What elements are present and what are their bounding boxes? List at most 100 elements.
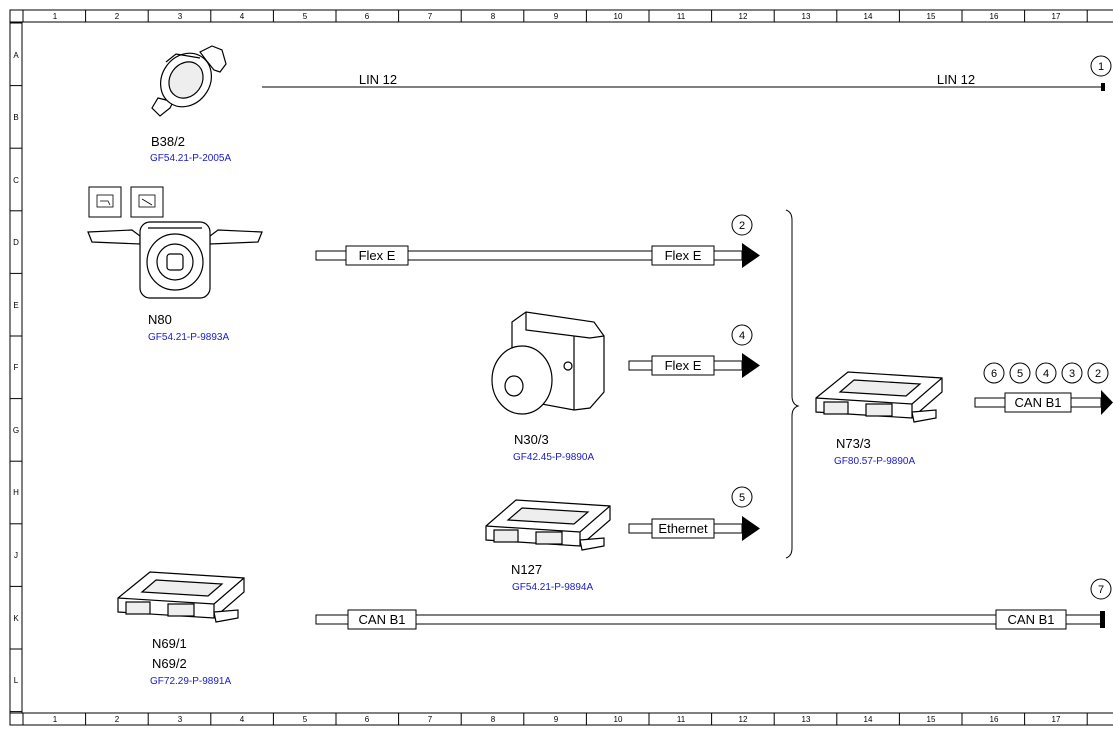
switch-symbol-icon [130,186,164,218]
n69-control-unit-icon [117,571,245,623]
column-label: 8 [491,715,496,724]
flex-e-1-arrow-icon [742,243,760,268]
connection-number-circle [731,214,753,236]
ethernet-label: Ethernet [658,521,708,536]
flex-e-1-tag-left [345,245,409,266]
n80-reference-link[interactable]: GF54.21-P-9893A [148,332,229,343]
column-label: 16 [990,715,999,724]
n69-1-label: N69/1 [152,636,187,651]
column-label: 8 [491,12,496,21]
column-label: 5 [303,715,308,724]
connection-number: 2 [1095,368,1101,380]
column-label: 6 [365,12,370,21]
connection-number: 4 [1043,368,1049,380]
row-label: E [13,301,18,310]
can-connection-number-group: 6 5 4 3 2 [983,362,1109,384]
bottom-column-labels: 1 2 3 4 5 6 7 8 9 10 11 12 13 14 15 16 1… [53,715,1061,724]
column-label: 4 [240,715,245,724]
n69-reference-link[interactable]: GF72.29-P-9891A [150,676,231,687]
connection-number: 5 [1017,368,1023,380]
column-label: 1 [53,715,58,724]
column-label: 2 [115,715,120,724]
connection-number-circle [1061,362,1083,384]
row-label: H [13,488,19,497]
column-label: 12 [739,715,748,724]
connection-number: 5 [739,492,745,504]
row-label: J [14,551,18,560]
flex-e-1-label-left: Flex E [359,248,396,263]
connection-number: 2 [739,220,745,232]
row-label: D [13,238,19,247]
row-label: B [13,113,18,122]
n30-3-label: N30/3 [514,432,549,447]
column-label: 3 [178,715,183,724]
grouping-brace [785,209,800,559]
n69-2-label: N69/2 [152,656,187,671]
switch-symbol-icon [88,186,122,218]
flex-e-2-tag [651,355,715,376]
column-label: 13 [802,12,811,21]
column-label: 5 [303,12,308,21]
lin-12-label-right: LIN 12 [937,72,975,87]
outer-frame [9,9,1113,726]
column-label: 3 [178,12,183,21]
connection-number-circle [1090,55,1112,77]
column-label: 7 [428,715,433,724]
connection-number-circle [1009,362,1031,384]
connection-number-circle [731,324,753,346]
n30-3-reference-link[interactable]: GF42.45-P-9890A [513,452,594,463]
row-labels: A B C D E F G H J K L [13,51,19,685]
ethernet-arrow-icon [742,516,760,541]
n73-3-reference-link[interactable]: GF80.57-P-9890A [834,456,915,467]
n127-label: N127 [511,562,542,577]
n73-3-label: N73/3 [836,436,871,451]
row-label: K [13,614,19,623]
can-b1-module-label: CAN B1 [1015,395,1062,410]
n127-reference-link[interactable]: GF54.21-P-9894A [512,582,593,593]
column-label: 14 [864,715,873,724]
column-label: 1 [53,12,58,21]
can-b1-bottom-tag-right [995,609,1067,630]
connection-number: 1 [1098,61,1104,73]
column-label: 17 [1052,12,1061,21]
column-label: 7 [428,12,433,21]
row-label: L [14,676,19,685]
b38-2-reference-link[interactable]: GF54.21-P-2005A [150,153,231,164]
connection-number-circle [1035,362,1057,384]
connection-number: 6 [991,368,997,380]
column-label: 6 [365,715,370,724]
connection-number-circle [731,486,753,508]
column-label: 11 [677,12,686,21]
can-b1-bottom-label-left: CAN B1 [359,612,406,627]
b38-2-sensor-icon [151,45,227,117]
row-label: G [13,426,19,435]
column-label: 9 [554,12,559,21]
column-label: 10 [614,715,623,724]
flex-e-2-label: Flex E [665,358,702,373]
n73-3-control-unit-icon [815,371,943,423]
lin-12-end-marker [1101,83,1105,91]
column-label: 17 [1052,715,1061,724]
b38-2-label: B38/2 [151,134,185,149]
column-label: 4 [240,12,245,21]
ethernet-tag [651,518,715,539]
column-label: 16 [990,12,999,21]
can-b1-module-arrow-icon [1101,390,1113,415]
can-b1-bottom-end-marker [1100,611,1105,628]
can-b1-bottom-tag-left [347,609,417,630]
column-label: 15 [927,12,936,21]
connection-number-circle [983,362,1005,384]
connection-number: 4 [739,330,745,342]
column-label: 10 [614,12,623,21]
flex-e-1-label-right: Flex E [665,248,702,263]
flex-e-1-tag-right [651,245,715,266]
connection-number: 7 [1098,584,1104,596]
n80-steering-column-module-icon [87,221,263,299]
column-label: 12 [739,12,748,21]
row-label: F [14,363,19,372]
n80-label: N80 [148,312,172,327]
flex-e-2-arrow-icon [742,353,760,378]
can-b1-bottom-label-right: CAN B1 [1008,612,1055,627]
column-label: 14 [864,12,873,21]
